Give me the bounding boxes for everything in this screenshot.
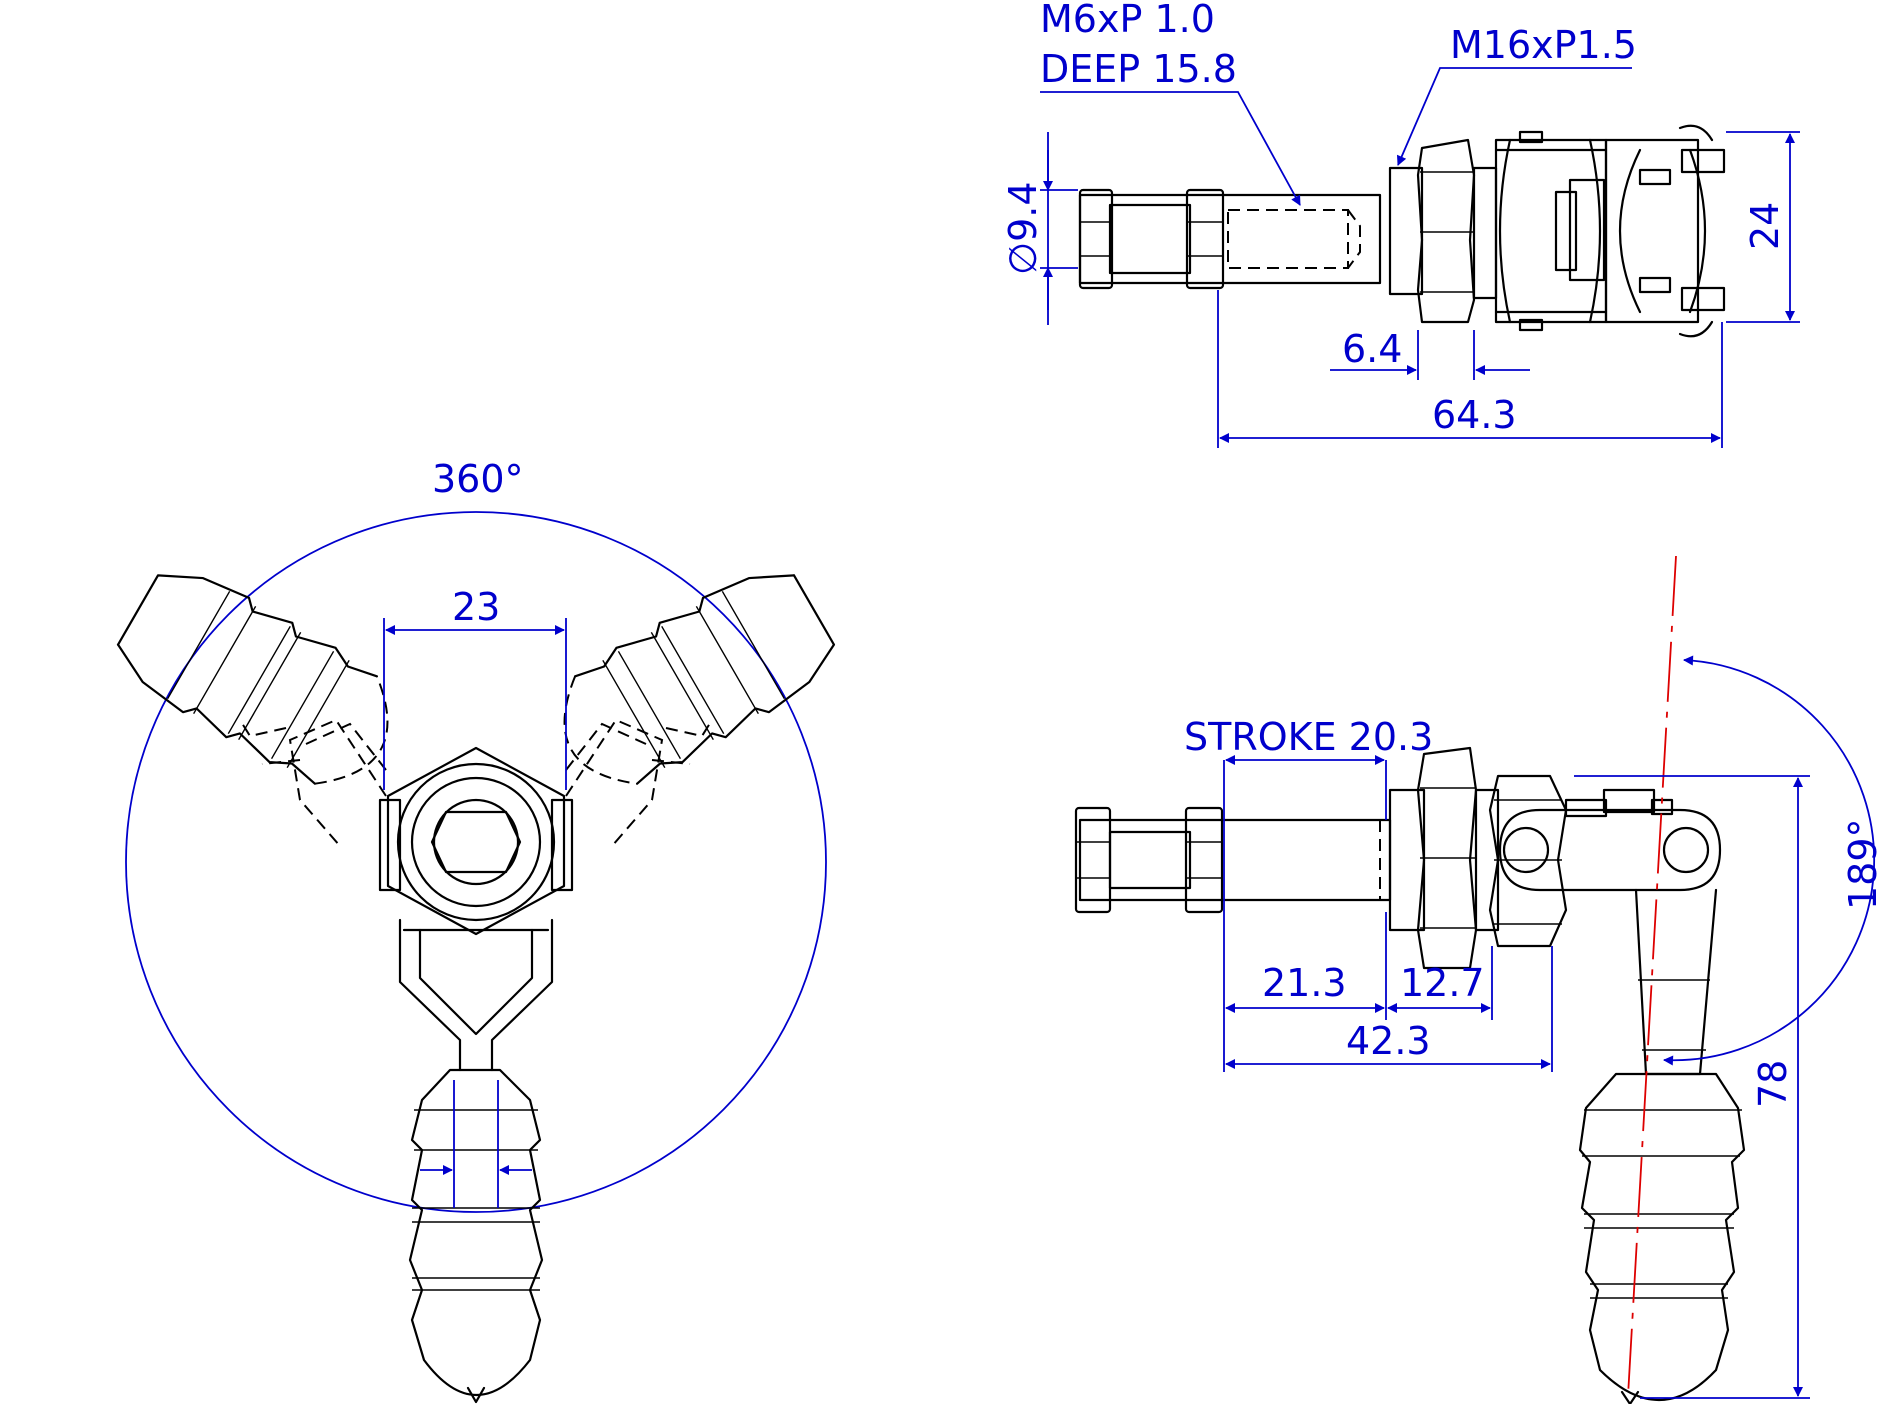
handle-angle-label: 189° (1841, 818, 1885, 910)
stroke-label: STROKE 20.3 (1184, 715, 1433, 759)
thread-small-label: M6xP 1.0 (1040, 0, 1215, 41)
plunger-length-label: 21.3 (1262, 961, 1347, 1005)
nut-width-label: 6.4 (1342, 327, 1402, 371)
handle-knob-right (563, 574, 836, 785)
handle-spacing-label: 23 (452, 585, 500, 629)
handle-knob-down (408, 1068, 544, 1404)
handle-arm-down (398, 918, 554, 1072)
lock-nut-left (1078, 188, 1114, 290)
hex-nut (1416, 138, 1476, 324)
side-lock-nut-left (1074, 806, 1112, 914)
body-length-label: 12.7 (1400, 961, 1485, 1005)
overall-length-label: 64.3 (1432, 393, 1517, 437)
top-view: M6xP 1.0 DEEP 15.8 M16xP1.5 ∅9.4 24 6.4 … (1001, 0, 1800, 448)
handle-knob-left (116, 574, 389, 785)
side-handle-knob (1578, 1072, 1746, 1404)
diameter-label: ∅9.4 (1001, 181, 1045, 275)
plan-view: 360° (116, 457, 836, 1404)
side-view: STROKE 20.3 21.3 12.7 42.3 189° 78 (1074, 555, 1885, 1404)
side-link (1498, 788, 1722, 892)
total-length-label: 42.3 (1346, 1019, 1431, 1063)
clamp-body (1494, 130, 1608, 332)
side-lock-nut-right (1184, 806, 1224, 914)
handle-height-label: 78 (1751, 1060, 1795, 1108)
side-hex-nut (1416, 746, 1478, 970)
clamp-head (1604, 124, 1726, 338)
lock-nut-right (1185, 188, 1225, 290)
rotation-label: 360° (432, 457, 524, 501)
height-label: 24 (1743, 202, 1787, 250)
handle-centerline (1627, 555, 1677, 1397)
side-handle-arm (1634, 888, 1718, 1076)
hub (378, 746, 574, 936)
thread-depth-label: DEEP 15.8 (1040, 47, 1237, 91)
thread-large-label: M16xP1.5 (1450, 23, 1637, 67)
